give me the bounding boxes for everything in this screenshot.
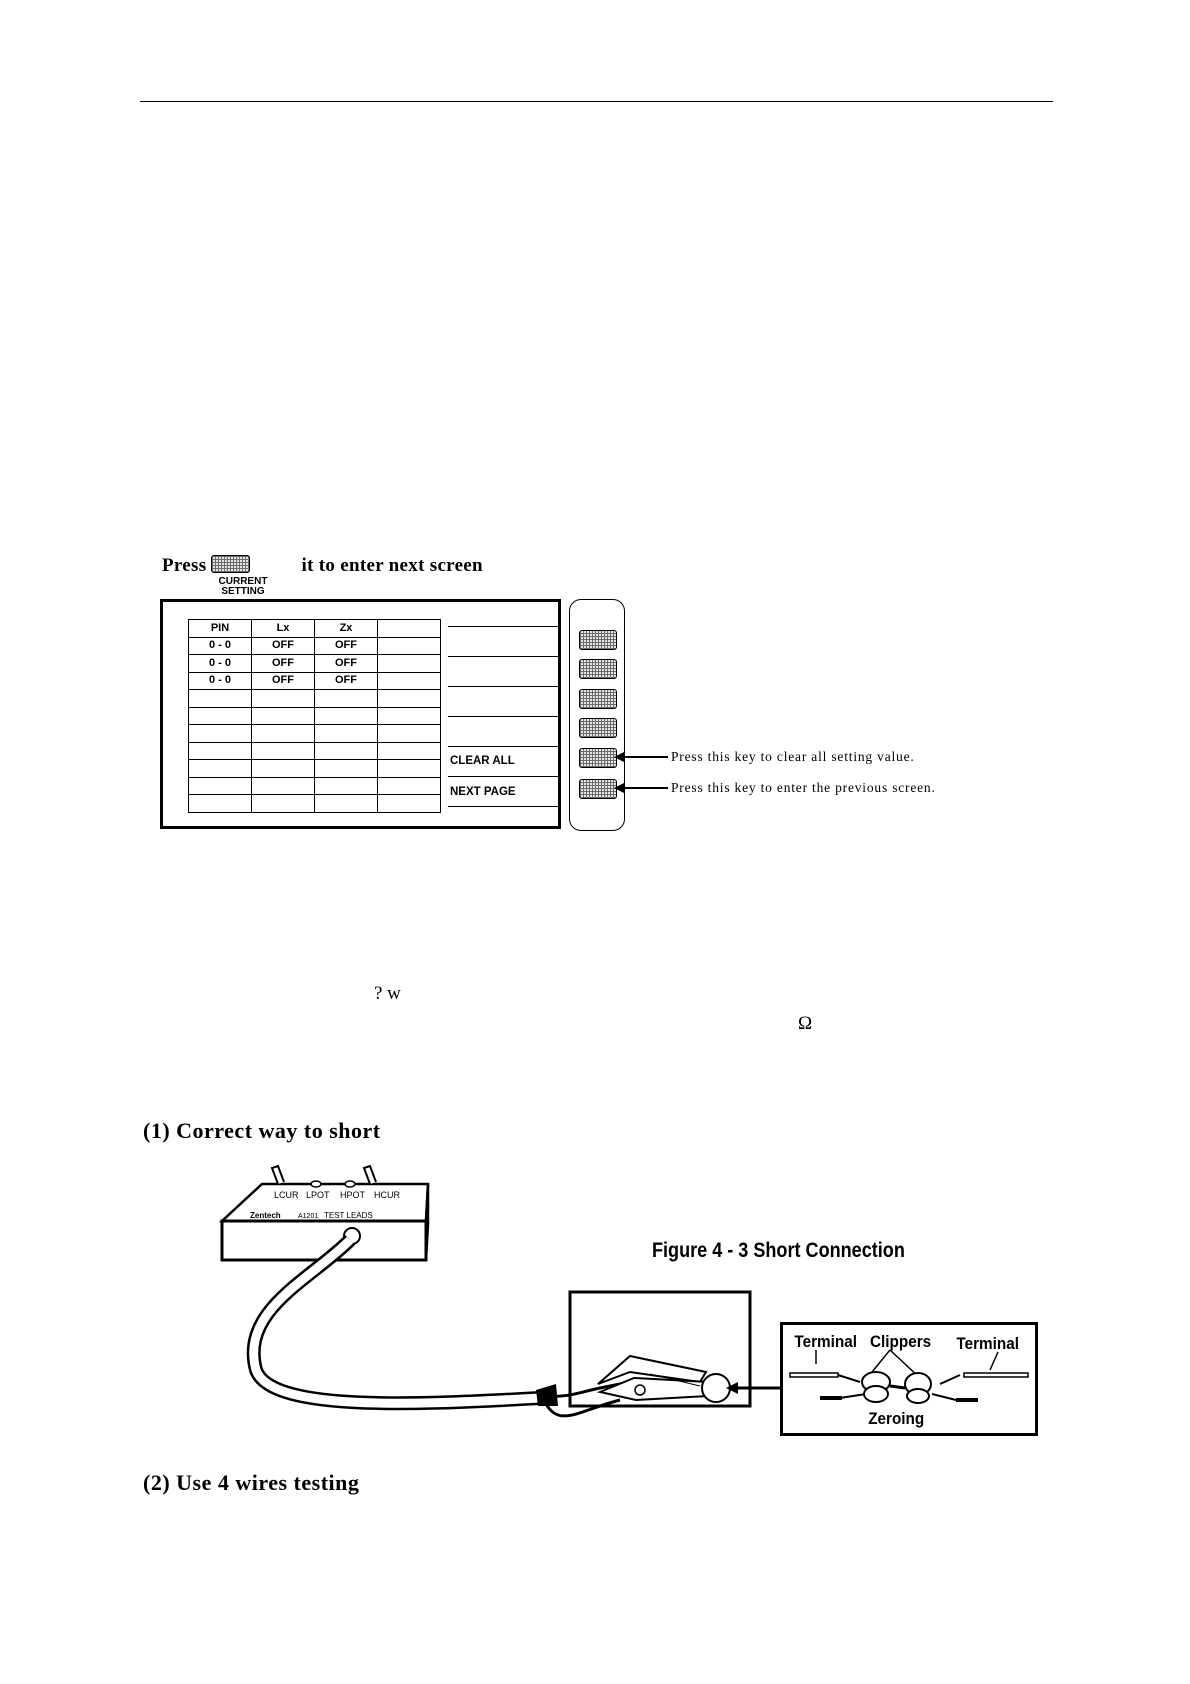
clear-all-callout: Press this key to clear all setting valu… bbox=[671, 749, 915, 764]
terminal-label: LCUR bbox=[274, 1190, 299, 1200]
lx-cell: OFF bbox=[251, 654, 315, 673]
press-instruction: Press it to enter next screen bbox=[162, 555, 483, 577]
instrument-screen: PIN Lx Zx 0 - 0 OFF OFF 0 - 0 OFF OFF 0 … bbox=[160, 599, 561, 829]
terminal-label: HCUR bbox=[374, 1190, 400, 1200]
current-setting-key-icon bbox=[211, 555, 251, 573]
lead-tip bbox=[956, 1398, 978, 1402]
softkey-divider bbox=[448, 656, 561, 657]
clippers-label: Clippers bbox=[870, 1332, 931, 1351]
table-row-empty bbox=[188, 689, 441, 708]
press-tail: it to enter next screen bbox=[301, 555, 483, 576]
toggle-switch-icon bbox=[270, 1164, 285, 1185]
header-pin: PIN bbox=[188, 619, 252, 638]
terminal-right-label: Terminal bbox=[956, 1334, 1019, 1353]
extra-cell bbox=[377, 636, 441, 655]
press-word: Press bbox=[162, 555, 207, 576]
toggle-switch-icon bbox=[362, 1164, 377, 1185]
terminal-label: HPOT bbox=[340, 1190, 366, 1200]
table-row: 0 - 0 OFF OFF bbox=[188, 671, 441, 690]
terminal-label: LPOT bbox=[306, 1190, 330, 1200]
leader-line bbox=[989, 1351, 999, 1371]
arrow-head bbox=[614, 783, 624, 793]
zx-cell: OFF bbox=[314, 671, 378, 690]
terminal-left-label: Terminal bbox=[794, 1332, 857, 1351]
softkey-panel bbox=[569, 599, 625, 831]
section-heading-short: (1) Correct way to short bbox=[143, 1118, 381, 1143]
terminal-bar bbox=[963, 1372, 1029, 1378]
next-page-softlabel: NEXT PAGE bbox=[450, 786, 516, 798]
zx-cell: OFF bbox=[314, 636, 378, 655]
stray-question-w: ? w bbox=[374, 983, 401, 1004]
callout-arrows bbox=[614, 752, 668, 793]
current-setting-key-label: CURRENT SETTING bbox=[218, 576, 268, 597]
table-row-empty bbox=[188, 759, 441, 778]
pin-cell: 0 - 0 bbox=[188, 671, 252, 690]
zx-cell: OFF bbox=[314, 654, 378, 673]
pin-setting-table: PIN Lx Zx 0 - 0 OFF OFF 0 - 0 OFF OFF 0 … bbox=[188, 619, 441, 813]
lead-box-brand: Zentech bbox=[250, 1211, 281, 1220]
test-leads-illustration: LCUR LPOT HPOT HCUR Zentech A1201 TEST L… bbox=[218, 1164, 752, 1418]
cable-outer bbox=[246, 1235, 541, 1411]
table-row-empty bbox=[188, 794, 441, 813]
table-header-row: PIN Lx Zx bbox=[188, 619, 441, 638]
header-rule bbox=[140, 101, 1053, 102]
lx-cell: OFF bbox=[251, 636, 315, 655]
bnc-connector-icon bbox=[344, 1180, 356, 1188]
zoom-arrow bbox=[726, 1382, 780, 1394]
section-heading-4-wire: (2) Use 4 wires testing bbox=[143, 1470, 360, 1495]
short-link bbox=[889, 1384, 906, 1390]
table-row: 0 - 0 OFF OFF bbox=[188, 636, 441, 655]
zeroing-wires bbox=[837, 1374, 961, 1401]
table-row-empty bbox=[188, 741, 441, 760]
lead-box-side bbox=[424, 1183, 430, 1261]
extra-cell bbox=[377, 671, 441, 690]
softkey-divider bbox=[448, 746, 561, 747]
softkey-3[interactable] bbox=[579, 689, 617, 709]
table-row-empty bbox=[188, 706, 441, 725]
clear-all-softlabel: CLEAR ALL bbox=[450, 755, 515, 767]
zeroing-label: Zeroing bbox=[868, 1409, 924, 1428]
softkey-divider bbox=[448, 626, 561, 627]
softkey-1[interactable] bbox=[579, 630, 617, 650]
stray-omega: Ω bbox=[798, 1013, 813, 1034]
zeroing-detail: Terminal Clippers Terminal Zeroing bbox=[780, 1322, 1038, 1436]
cable-inner bbox=[249, 1236, 541, 1408]
table-row: 0 - 0 OFF OFF bbox=[188, 654, 441, 673]
header-zx: Zx bbox=[314, 619, 378, 638]
next-page-softkey[interactable] bbox=[579, 779, 617, 799]
header-lx: Lx bbox=[251, 619, 315, 638]
softkey-divider bbox=[448, 806, 561, 807]
clipper-icon bbox=[861, 1371, 891, 1403]
softkey-divider bbox=[448, 716, 561, 717]
clipper-icon bbox=[904, 1372, 932, 1404]
clear-all-softkey[interactable] bbox=[579, 748, 617, 768]
softkey-divider bbox=[448, 686, 561, 687]
arrow-head bbox=[614, 752, 624, 762]
table-row-empty bbox=[188, 776, 441, 795]
clip-wire bbox=[544, 1398, 621, 1418]
lead-box-model: A1201 bbox=[298, 1213, 318, 1220]
lx-cell: OFF bbox=[251, 671, 315, 690]
pin-cell: 0 - 0 bbox=[188, 636, 252, 655]
header-blank bbox=[377, 619, 441, 638]
softkey-4[interactable] bbox=[579, 718, 617, 738]
lead-box-name: TEST LEADS bbox=[324, 1211, 373, 1220]
figure-caption: Figure 4 - 3 Short Connection bbox=[652, 1239, 905, 1262]
lead-tip bbox=[820, 1396, 842, 1400]
terminal-bar bbox=[789, 1372, 839, 1378]
bnc-connector-icon bbox=[310, 1180, 322, 1188]
clip-wire bbox=[539, 1380, 631, 1398]
arrow-head bbox=[726, 1382, 738, 1394]
extra-cell bbox=[377, 654, 441, 673]
table-row-empty bbox=[188, 724, 441, 743]
next-page-callout: Press this key to enter the previous scr… bbox=[671, 780, 936, 795]
softkey-divider bbox=[448, 776, 561, 777]
leader-line bbox=[871, 1349, 891, 1373]
softkey-2[interactable] bbox=[579, 659, 617, 679]
pin-cell: 0 - 0 bbox=[188, 654, 252, 673]
